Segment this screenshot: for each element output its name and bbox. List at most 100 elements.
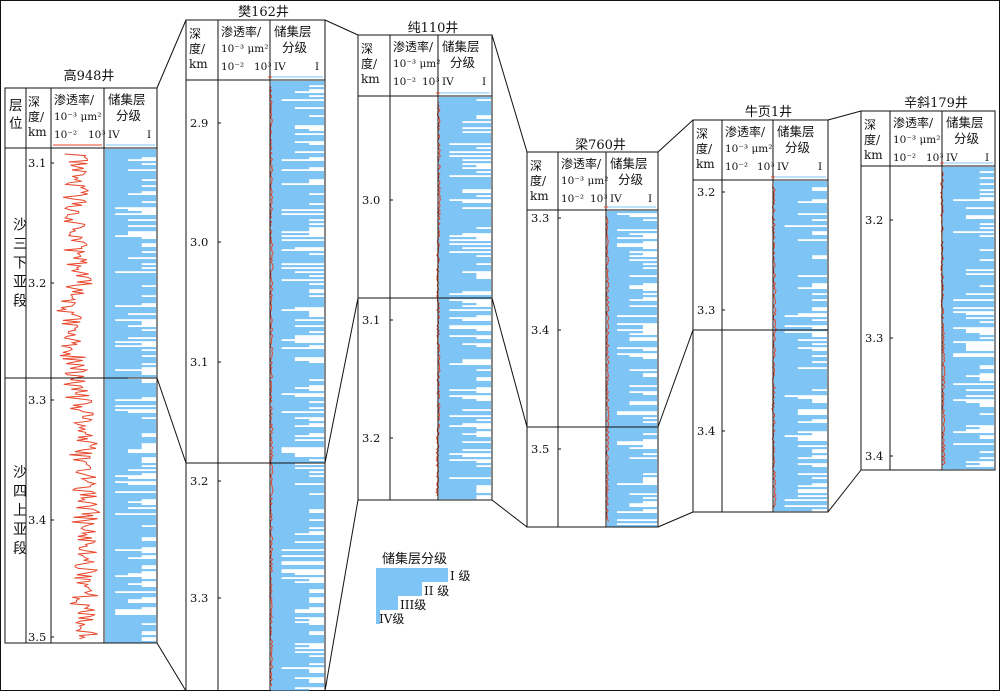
reservoir-class-bar	[105, 297, 156, 300]
reservoir-class-bar	[105, 181, 156, 184]
reservoir-class-bar	[271, 507, 324, 510]
reservoir-class-bar	[271, 173, 324, 176]
reservoir-class-bar	[607, 229, 617, 232]
reservoir-class-bar	[943, 393, 994, 396]
reservoir-class-bar	[774, 487, 827, 490]
reservoir-class-bar	[774, 257, 813, 260]
reservoir-class-bar	[271, 487, 324, 490]
reservoir-class-bar	[439, 233, 463, 236]
reservoir-class-bar	[774, 213, 798, 216]
reservoir-class-bar	[105, 631, 142, 634]
reservoir-class-bar	[607, 375, 643, 378]
reservoir-class-bar	[271, 345, 310, 348]
reservoir-class-bar	[607, 287, 630, 290]
reservoir-class-bar	[439, 315, 477, 318]
reservoir-class-bar	[271, 177, 324, 180]
reservoir-class-bar	[943, 317, 966, 320]
reservoir-class-bar	[271, 235, 282, 238]
reservoir-class-bar	[774, 185, 827, 188]
reservoir-class-bar	[943, 293, 966, 296]
reservoir-class-bar	[774, 251, 827, 254]
reservoir-class-bar	[271, 663, 310, 666]
reservoir-class-bar	[271, 505, 324, 508]
reservoir-class-bar	[439, 189, 463, 192]
reservoir-class-bar	[607, 419, 657, 422]
reservoir-class-bar	[271, 569, 282, 572]
reservoir-class-bar	[607, 305, 630, 308]
reservoir-class-bar	[271, 125, 295, 128]
reservoir-class-bar	[271, 277, 324, 280]
reservoir-class-bar	[774, 507, 827, 510]
reservoir-class-bar	[439, 341, 491, 344]
reservoir-class-bar	[439, 225, 491, 228]
reservoir-class-bar	[607, 301, 657, 304]
reservoir-class-bar	[439, 453, 450, 456]
reservoir-class-bar	[607, 313, 657, 316]
depth-tick-label: 3.2	[28, 276, 46, 290]
reservoir-class-bar	[439, 493, 491, 496]
reservoir-class-bar	[439, 127, 463, 130]
reservoir-class-bar	[271, 541, 295, 544]
reservoir-class-bar	[105, 493, 156, 496]
reservoir-class-bar	[943, 271, 994, 274]
reservoir-class-bar	[271, 363, 324, 366]
reservoir-class-bar	[943, 289, 994, 292]
reservoir-class-bar	[439, 461, 477, 464]
reservoir-class-bar	[774, 407, 827, 410]
reservoir-class-bar	[271, 547, 324, 550]
reservoir-class-bar	[271, 335, 295, 338]
reservoir-class-bar	[439, 363, 450, 366]
reservoir-class-bar	[774, 479, 827, 482]
reservoir-class-bar	[607, 393, 643, 396]
reservoir-class-bar	[105, 299, 156, 302]
reservoir-class-bar	[105, 427, 156, 430]
reservoir-class-bar	[271, 301, 324, 304]
reservoir-class-bar	[774, 495, 798, 498]
reservoir-class-bar	[607, 473, 643, 476]
perm-min: 10⁻²	[393, 76, 416, 88]
reservoir-class-bar	[607, 467, 657, 470]
reservoir-class-bar	[105, 295, 142, 298]
reservoir-class-bar	[439, 371, 491, 374]
reservoir-class-bar	[943, 339, 994, 342]
reservoir-class-bar	[439, 353, 491, 356]
reservoir-class-bar	[774, 405, 827, 408]
reservoir-class-bar	[607, 341, 657, 344]
reservoir-class-bar	[105, 481, 116, 484]
reservoir-class-bar	[105, 259, 156, 262]
reservoir-class-bar	[943, 431, 954, 434]
reservoir-class-bar	[271, 443, 324, 446]
reservoir-class-bar	[271, 127, 295, 130]
reservoir-class-bar	[105, 597, 142, 600]
reservoir-class-bar	[774, 239, 798, 242]
reservoir-class-bar	[105, 183, 156, 186]
reservoir-class-bar	[439, 161, 491, 164]
reservoir-class-bar	[105, 447, 142, 450]
reservoir-class-bar	[271, 475, 310, 478]
reservoir-class-bar	[943, 455, 994, 458]
reservoir-class-bar	[105, 387, 156, 390]
reservoir-class-bar	[105, 281, 156, 284]
reservoir-class-bar	[943, 437, 980, 440]
reservoir-class-bar	[943, 451, 980, 454]
reservoir-class-bar	[271, 463, 295, 466]
reservoir-class-bar	[607, 483, 617, 486]
reservoir-class-bar	[105, 267, 142, 270]
reservoir-class-bar	[774, 493, 827, 496]
reservoir-class-bar	[439, 301, 463, 304]
reservoir-class-bar	[105, 409, 116, 412]
reservoir-class-bar	[943, 421, 994, 424]
reservoir-class-bar	[271, 609, 295, 612]
reservoir-class-bar	[105, 303, 142, 306]
reservoir-class-bar	[105, 469, 128, 472]
reservoir-class-bar	[943, 315, 994, 318]
reservoir-class-bar	[607, 325, 643, 328]
reservoir-class-bar	[105, 477, 128, 480]
reservoir-class-bar	[271, 635, 324, 638]
panel-frame	[185, 19, 326, 691]
reservoir-class-bar	[439, 283, 491, 286]
reservoir-class-bar	[439, 467, 491, 470]
reservoir-class-bar	[105, 523, 156, 526]
reservoir-class-bar	[439, 339, 491, 342]
